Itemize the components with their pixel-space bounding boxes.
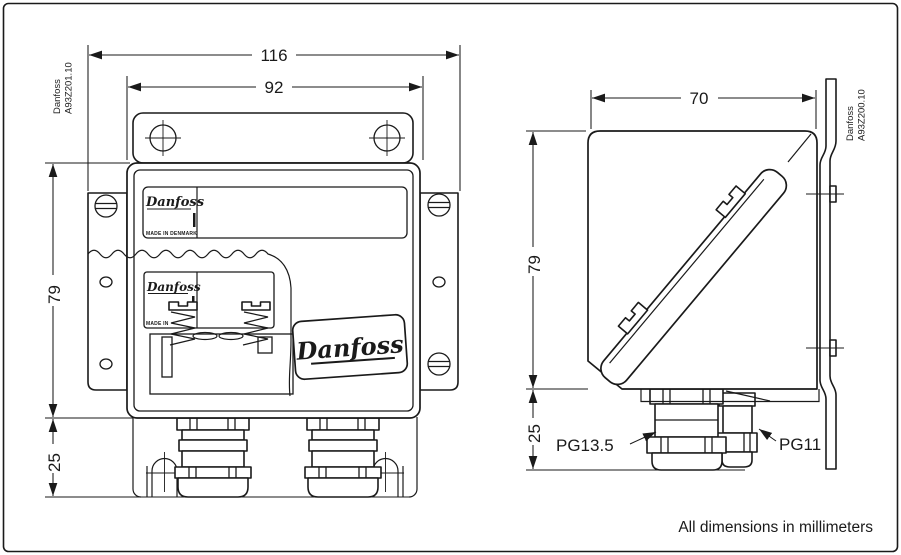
inner-label xyxy=(143,271,275,329)
cable-gland-left xyxy=(174,417,252,498)
dimensions-note: All dimensions in millimeters xyxy=(678,519,873,536)
terminal-clamp-tab xyxy=(715,185,747,219)
terminal-block xyxy=(149,331,294,395)
wall-bracket xyxy=(806,78,844,470)
ref-number: A93Z200.10 xyxy=(857,89,868,141)
cutaway-break-line xyxy=(87,249,292,397)
front-view: 116 92 79 25 xyxy=(45,45,461,498)
ref-number: A93Z201.10 xyxy=(64,62,75,114)
dim-value-25-side: 25 xyxy=(525,424,544,443)
dim-overall-width: 116 xyxy=(87,45,461,191)
ref-brand: Danfoss xyxy=(845,106,856,141)
dim-depth: 70 xyxy=(590,89,817,129)
cover-brand-label: Danfoss xyxy=(291,313,409,381)
dim-value-116: 116 xyxy=(260,46,287,65)
type-label: Danfoss MADE IN DENMARK xyxy=(142,186,408,239)
flange-hole xyxy=(99,276,113,288)
spring xyxy=(242,311,269,346)
dim-value-79-front: 79 xyxy=(45,285,64,304)
terminal-screw-left xyxy=(168,301,198,346)
dim-body-height-side: 79 xyxy=(525,130,586,388)
diagonal-cover xyxy=(600,168,788,386)
top-mounting-bracket xyxy=(132,112,414,164)
side-view: 70 79 25 xyxy=(525,78,868,471)
dim-value-25-front: 25 xyxy=(45,453,64,472)
terminal-screw-right xyxy=(241,301,271,346)
type-label-logo: Danfoss xyxy=(145,195,205,210)
bottom-bracket xyxy=(132,417,418,498)
right-flange xyxy=(419,192,459,391)
inner-label-made-in: MADE IN xyxy=(146,321,169,327)
dim-value-79-side: 79 xyxy=(525,255,544,274)
spring xyxy=(169,311,196,346)
inner-label-logo: Danfoss xyxy=(146,280,201,294)
enclosure-back-lip xyxy=(640,389,820,403)
front-view-reference: Danfoss A93Z201.10 xyxy=(52,62,75,114)
interior-cutaway: Danfoss MADE IN xyxy=(143,271,294,395)
flange-screw xyxy=(427,193,451,217)
dim-value-70: 70 xyxy=(690,89,709,108)
dim-value-92: 92 xyxy=(265,78,284,97)
gland-label-pg13_5: PG13.5 xyxy=(556,436,614,455)
gland-label-pg11: PG11 xyxy=(779,435,821,454)
terminal-clamp-tab xyxy=(617,301,649,335)
type-label-made-in: MADE IN DENMARK xyxy=(146,231,197,237)
gland-callouts: PG13.5 PG11 xyxy=(556,428,821,455)
flange-screw xyxy=(427,352,451,376)
flange-hole xyxy=(99,358,113,370)
cover-edge-line xyxy=(787,133,812,163)
flange-hole xyxy=(432,276,446,288)
dim-body-width: 92 xyxy=(126,76,424,160)
left-flange xyxy=(87,192,128,391)
cable-gland-pg11 xyxy=(716,392,758,468)
cable-gland-right xyxy=(304,417,382,498)
type-label-microtext xyxy=(193,213,196,227)
dim-body-height-front: 79 xyxy=(45,162,130,417)
flange-screw xyxy=(94,194,118,218)
side-view-reference: Danfoss A93Z200.10 xyxy=(845,89,868,141)
dim-gland-height-side: 25 xyxy=(525,388,745,471)
ref-brand: Danfoss xyxy=(52,79,63,114)
